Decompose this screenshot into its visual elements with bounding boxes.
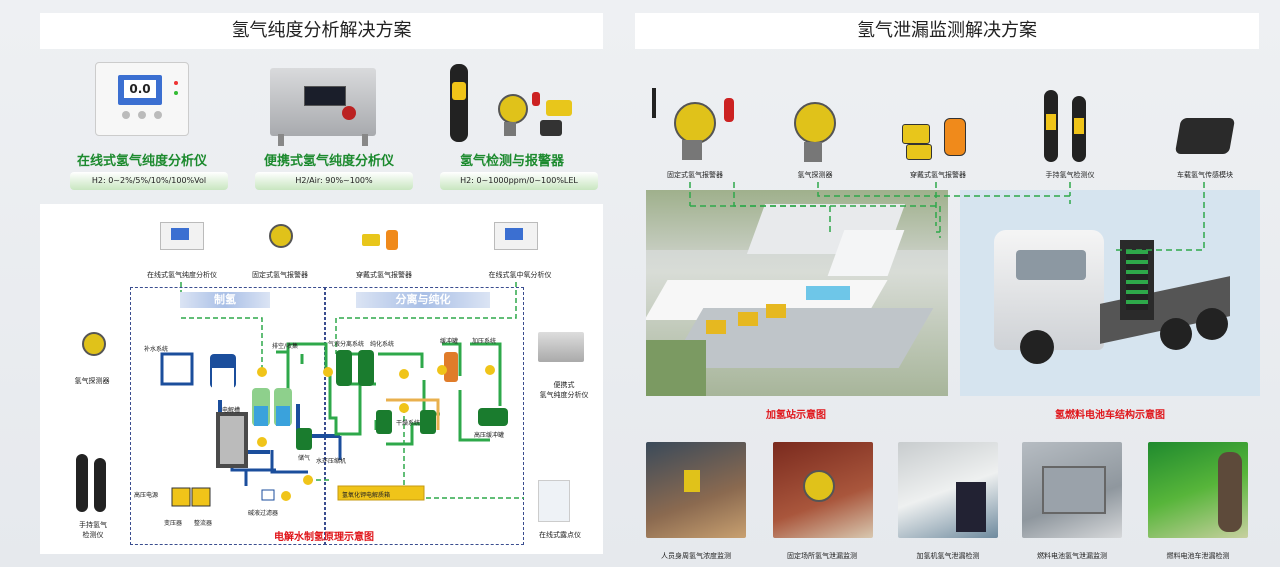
product-name: 氢气检测与报警器 [459,154,564,169]
photo-fixed-site-monitoring [773,442,873,538]
section-header: 制氢 [180,292,270,308]
schematic-label: 高压缓冲罐 [474,432,505,439]
wearable-alarm-icon [362,230,402,252]
device-label: 氢气探测器 [74,377,110,385]
separation-frame [324,287,524,545]
schematic-label: 缓冲罐 [440,338,459,345]
product-name: 便携式氢气纯度分析仪 [263,154,394,169]
schematic-label: 排空/收集 [272,343,299,350]
schematic-label: 变压器 [164,520,183,527]
schematic-label: 高压电源 [134,492,159,499]
photo-personnel-monitoring [646,442,746,538]
device-label: 在线式氢中氧分析仪 [488,271,552,279]
hydrogen-detector-icon [78,328,106,360]
schematic-label: 水环压缩机 [316,458,347,465]
section-header: 分离与纯化 [356,292,490,308]
device-label: 在线式氢气纯度分析仪 [147,271,217,279]
handheld-detector-icon [72,454,112,516]
schematic-label: 整流器 [194,520,213,527]
product-spec: H2: 0~1000ppm/0~100%LEL [440,172,598,190]
left-title: 氢气纯度分析解决方案 [40,13,603,49]
photo-caption: 燃料电池氢气泄漏监测 [1037,552,1107,560]
detector-image [792,98,836,164]
schematic-label: 储气 [298,455,311,462]
hydrogen-production-frame [130,287,326,545]
vehicle-caption: 氢燃料电池车结构示意图 [1055,410,1165,421]
schematic-label: 纯化系统 [370,341,395,348]
dewpoint-meter-icon [538,480,570,522]
wearable-alarm-image [902,118,972,160]
device-label: 固定式氢气报警器 [252,271,308,279]
online-analyzer-icon [160,222,204,250]
device-label: 穿戴式氢气报警器 [910,171,966,179]
device-label: 手持氢气 检测仪 [79,521,107,539]
photo-caption: 固定场所氢气泄漏监测 [787,552,857,560]
product-name: 在线式氢气纯度分析仪 [76,154,207,169]
device-label: 手持氢气检测仪 [1045,171,1095,179]
schematic-label: 碱液过滤器 [248,510,279,517]
device-label: 车载氢气传感模块 [1177,171,1233,179]
product-spec: H2/Air: 90%~100% [255,172,413,190]
product-spec: H2: 0~2%/5%/10%/100%Vol [70,172,228,190]
schematic-label: 干燥系统 [396,420,421,427]
portable-analyzer-image [264,60,382,146]
device-label: 氢气探测器 [797,171,833,179]
schematic-label: 补水系统 [144,346,169,353]
schematic-label: 电解槽 [222,407,241,414]
electrolysis-diagram-panel: 在线式氢气纯度分析仪 固定式氢气报警器 穿戴式氢气报警器 在线式氢中氧分析仪 氢… [40,204,603,554]
device-label: 固定式氢气报警器 [667,171,723,179]
diagram-caption: 电解水制氢原理示意图 [274,532,374,543]
device-label: 在线式露点仪 [539,531,581,539]
handheld-detector-image [1040,90,1096,164]
station-caption: 加氢站示意图 [766,410,826,421]
photo-caption: 人员身周氢气浓度监测 [661,552,731,560]
alarm-devices-image [440,62,580,144]
photo-fuel-cell-monitoring [1022,442,1122,538]
online-analyzer-image: 0.0 [95,62,189,136]
portable-analyzer-icon [538,332,584,362]
oxygen-analyzer-icon [494,222,538,250]
photo-caption: 燃料电池车泄漏检测 [1166,552,1230,560]
fixed-alarm-image [648,88,738,162]
process-schematic [160,282,524,507]
device-label: 便携式 氢气纯度分析仪 [539,381,589,399]
device-label: 穿戴式氢气报警器 [356,271,412,279]
hydrogen-station-illustration [646,190,948,396]
photo-dispenser-leak-detection [898,442,998,538]
schematic-label: 氢氧化钾电解质箱 [342,492,391,499]
photo-caption: 加氢机氢气泄漏检测 [916,552,980,560]
schematic-label: 气液分离系统 [328,341,365,348]
photo-vehicle-leak-detection [1148,442,1248,538]
right-title: 氢气泄漏监测解决方案 [635,13,1259,49]
fixed-alarm-icon [265,218,293,250]
fuel-cell-vehicle-illustration [960,190,1260,396]
schematic-label: 加压系统 [472,338,497,345]
